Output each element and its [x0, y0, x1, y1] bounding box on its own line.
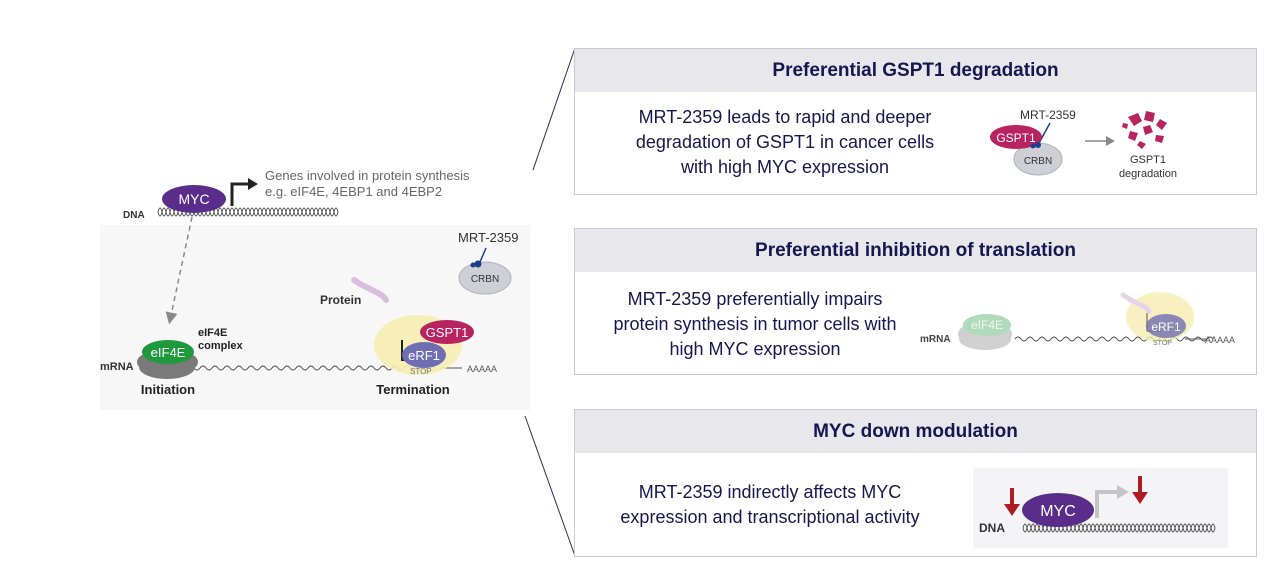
fig-gspt1-label: GSPT1	[996, 131, 1036, 145]
panel-text-line: with high MYC expression	[680, 157, 890, 177]
connector-line-bottom	[524, 415, 576, 557]
fig-erf1-label: eRF1	[1151, 320, 1181, 334]
fig-myc-label: MYC	[1040, 503, 1076, 520]
mrt-label: MRT-2359	[458, 230, 518, 245]
gspt1-label: GSPT1	[426, 325, 469, 340]
fig-dna-label: DNA	[979, 521, 1005, 535]
fig-degr-1: GSPT1	[1130, 154, 1166, 166]
eif4e-complex-2: complex	[198, 340, 244, 352]
fig-crbn-label: CRBN	[1024, 156, 1052, 167]
eif4e-complex-1: eIF4E	[198, 327, 227, 339]
panel-text-line: degradation of GSPT1 in cancer cells	[635, 132, 935, 152]
mrt-molecule	[474, 260, 482, 268]
down-arrow-icon	[1004, 488, 1020, 516]
gspt1-node	[420, 320, 474, 344]
panel-title: Preferential inhibition of translation	[575, 229, 1256, 272]
dna-label: DNA	[123, 210, 145, 221]
protein-chain	[351, 277, 389, 303]
fig-mrna-label: mRNA	[920, 334, 951, 345]
genes-line-1: Genes involved in protein synthesis	[265, 168, 470, 183]
mrna-label: mRNA	[100, 361, 134, 373]
panel-title: MYC down modulation	[575, 410, 1256, 453]
genes-line-2: e.g. eIF4E, 4EBP1 and 4EBP2	[265, 184, 442, 199]
connector-line-top	[532, 47, 576, 171]
gspt1-fragments	[1122, 111, 1167, 149]
panel-gspt1-degradation: Preferential GSPT1 degradation MRT-2359 …	[574, 48, 1257, 195]
initiation-label: Initiation	[141, 382, 195, 397]
myc-label: MYC	[178, 191, 209, 207]
fig-transcription-arrow	[1095, 490, 1119, 518]
fig-erf1-node	[1146, 314, 1186, 338]
fig-polya-label: AAAAA	[1205, 335, 1235, 345]
eif4e-node	[142, 340, 194, 364]
panel-description: MRT-2359 indirectly affects MYC expressi…	[580, 480, 960, 530]
translation-figure: mRNA AAAAA eIF4E eRF1 STOP	[920, 292, 1235, 350]
polya-label: AAAAA	[467, 364, 497, 374]
panel-text-line: MRT-2359 preferentially impairs	[627, 289, 883, 309]
dna-strand	[157, 207, 339, 217]
myc-modulation-figure: DNA MYC	[973, 468, 1228, 548]
fig-myc-node	[1022, 493, 1094, 527]
fig-gspt1-node	[990, 125, 1042, 149]
protein-label: Protein	[320, 293, 361, 307]
down-arrow-icon	[1132, 476, 1148, 504]
panel-text-line: MRT-2359 indirectly affects MYC	[638, 482, 902, 502]
mechanism-overview-figure: DNA MYC Genes involved in protein synthe…	[100, 168, 530, 410]
erf1-label: eRF1	[408, 348, 440, 363]
transcription-arrow	[230, 182, 250, 206]
mrt-connector	[479, 247, 487, 263]
panel-description: MRT-2359 preferentially impairs protein …	[590, 287, 920, 362]
fig-eif4e-label: eIF4E	[971, 318, 1003, 332]
panel-text-line: high MYC expression	[669, 339, 841, 359]
panel-text-line: protein synthesis in tumor cells with	[613, 314, 897, 334]
termination-label: Termination	[376, 382, 449, 397]
stop-label: STOP	[410, 367, 432, 376]
fig-stop-label: STOP	[1153, 340, 1172, 347]
panel-text-line: MRT-2359 leads to rapid and deeper	[638, 107, 932, 127]
fig-mrt-label: MRT-2359	[1020, 108, 1076, 122]
crbn-label: CRBN	[471, 274, 499, 285]
panel-description: MRT-2359 leads to rapid and deeper degra…	[590, 105, 980, 180]
panel-title: Preferential GSPT1 degradation	[575, 49, 1256, 92]
fig-initiation-ribosome	[959, 328, 1011, 350]
crbn-node	[458, 261, 512, 295]
panel-text-line: expression and transcriptional activity	[620, 507, 920, 527]
degradation-figure: MRT-2359 CRBN GSPT1 GSPT1 degradation	[990, 108, 1177, 180]
fig-degr-2: degradation	[1119, 168, 1177, 180]
panel-myc-modulation: MYC down modulation MRT-2359 indirectly …	[574, 409, 1257, 557]
myc-node	[162, 185, 226, 213]
panel-translation-inhibition: Preferential inhibition of translation M…	[574, 228, 1257, 375]
fig-eif4e-node	[963, 314, 1011, 336]
eif4e-label: eIF4E	[151, 345, 186, 360]
erf1-node	[402, 342, 446, 368]
